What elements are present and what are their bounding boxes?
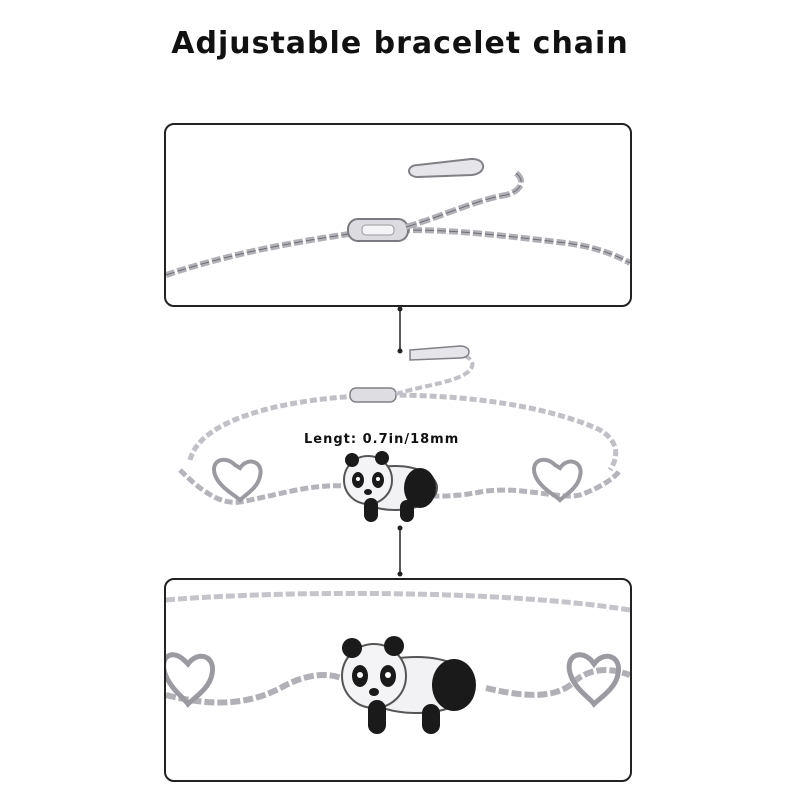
page-title: Adjustable bracelet chain xyxy=(171,26,629,61)
connector-line-top xyxy=(397,306,403,354)
charm-closeup-box xyxy=(164,578,632,782)
full-bracelet-image xyxy=(178,345,623,522)
panda-charm xyxy=(343,451,438,522)
length-label: Lengt: 0.7in/18mm xyxy=(304,432,460,447)
clasp-closeup-image xyxy=(166,157,630,278)
charm-closeup-image xyxy=(166,590,630,734)
connector-line-bottom xyxy=(397,525,403,577)
clasp-closeup-box xyxy=(164,123,632,307)
